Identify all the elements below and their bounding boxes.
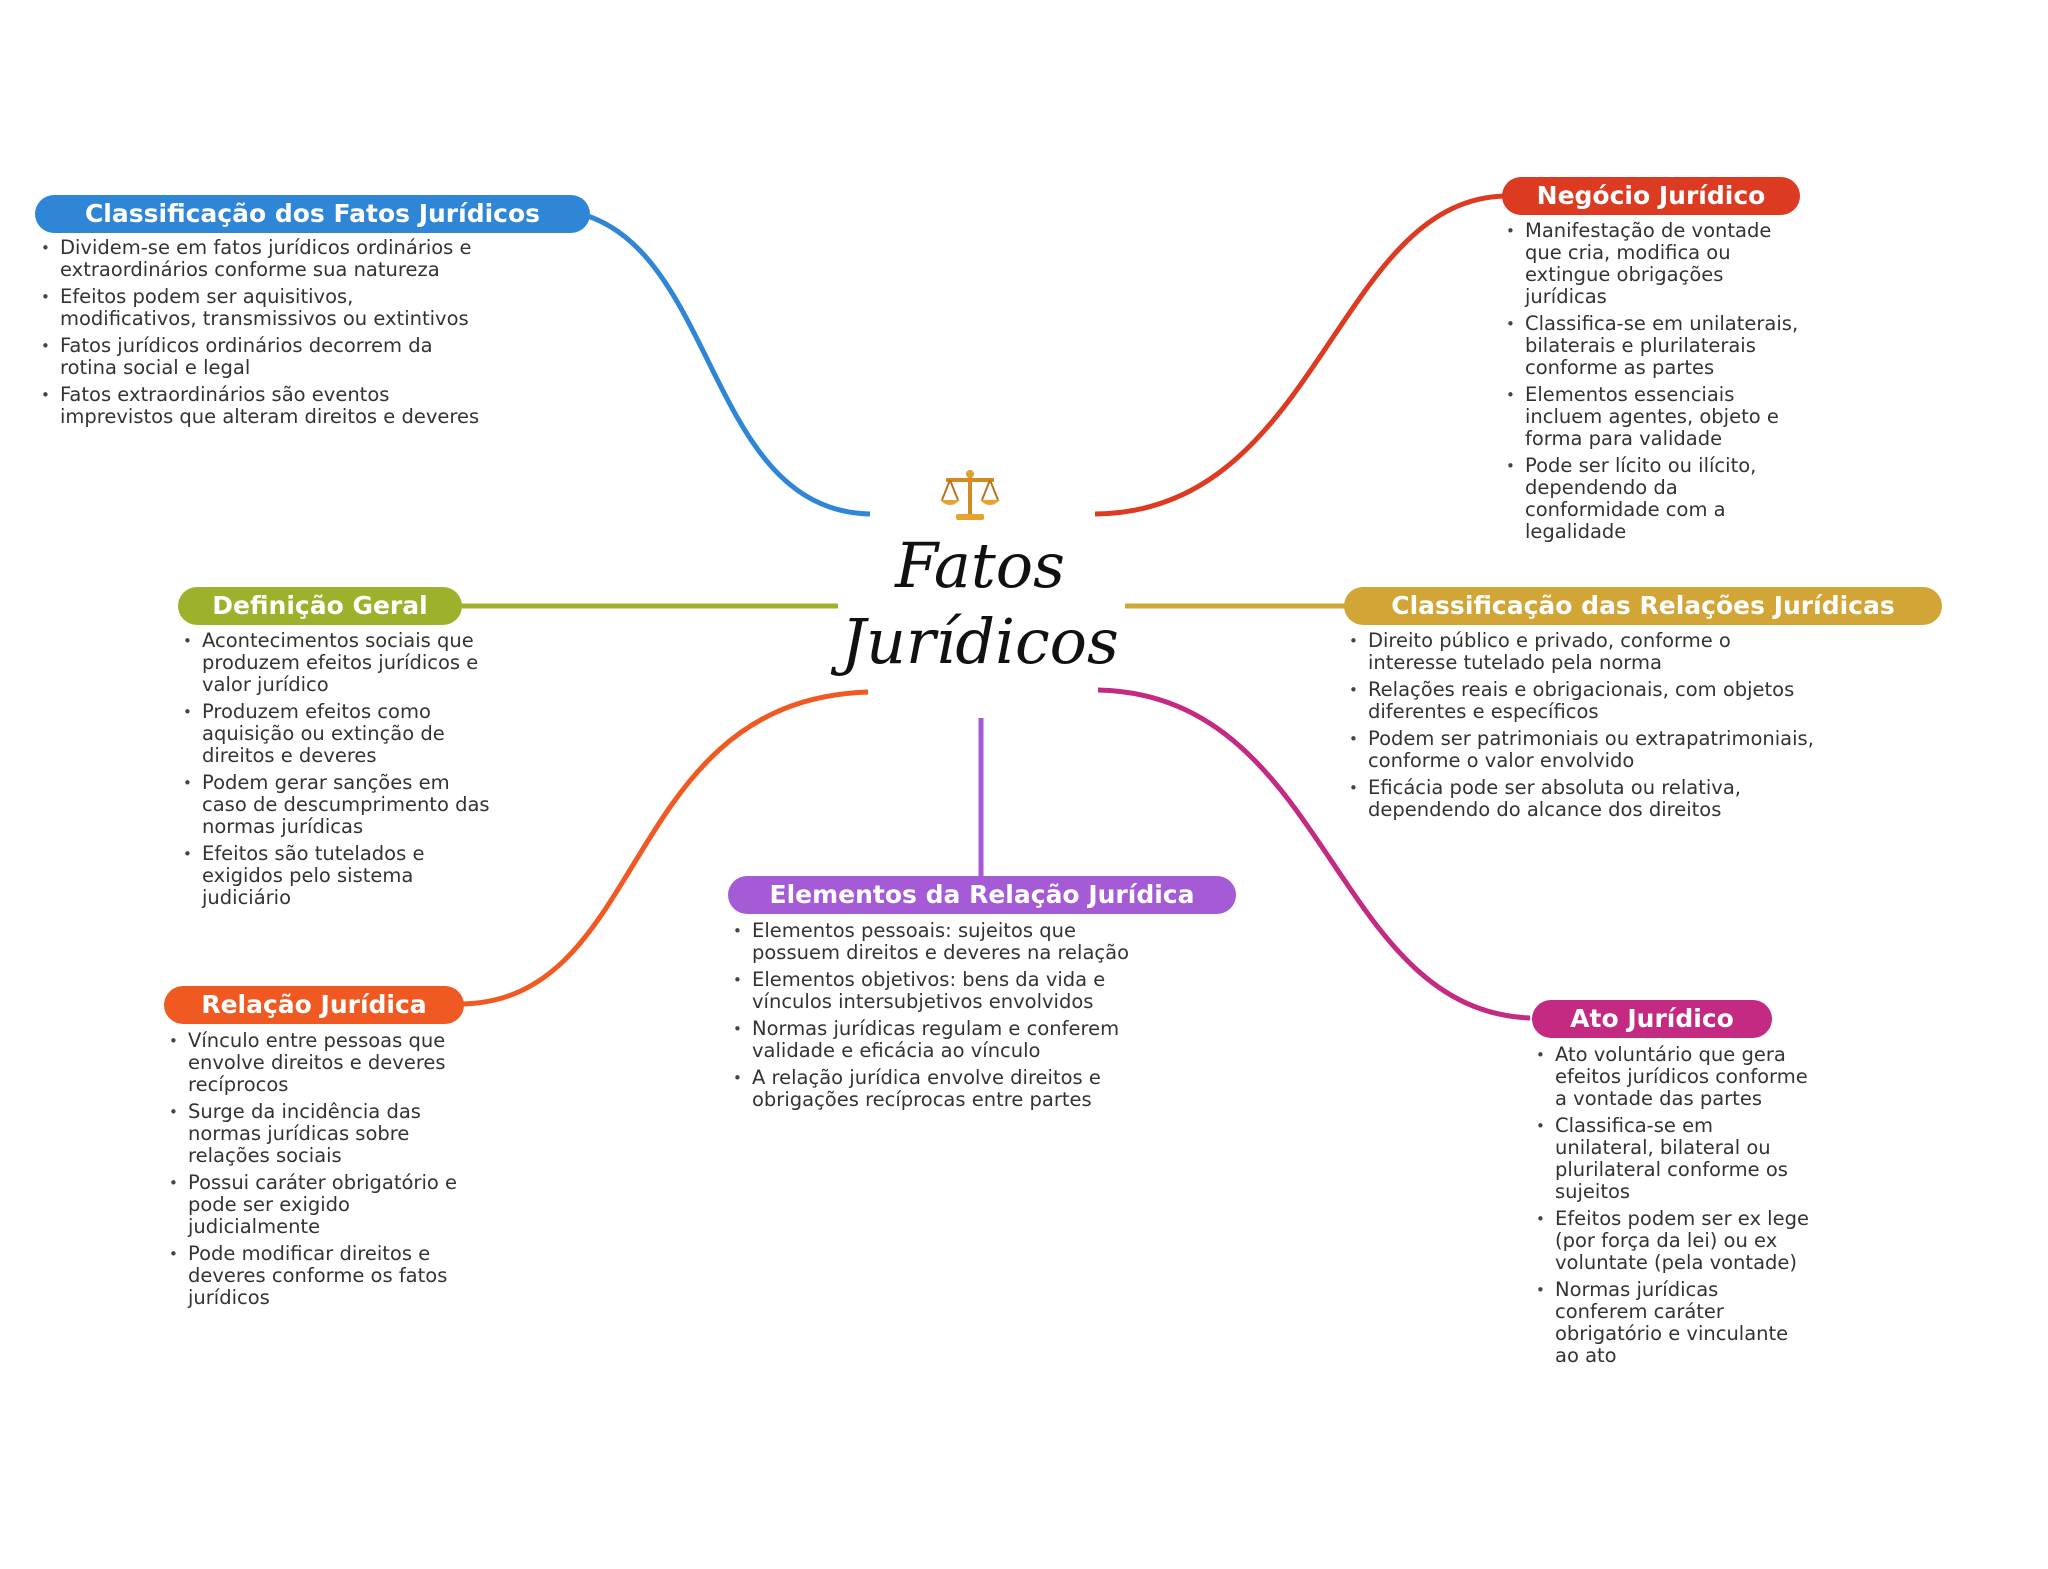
branch-items-relacao: Vínculo entre pessoas que envolve direit… — [169, 1030, 469, 1314]
list-item: Elementos pessoais: sujeitos que possuem… — [733, 920, 1153, 964]
central-topic-line1: Fatos — [895, 529, 1065, 602]
list-item: Efeitos podem ser ex lege (por força da … — [1536, 1208, 1811, 1274]
connector-classificacao-fatos — [561, 207, 871, 517]
branch-items-negocio: Manifestação de vontade que cria, modifi… — [1506, 220, 1806, 548]
branch-title-definicao[interactable]: Definição Geral — [178, 587, 462, 625]
list-item: Manifestação de vontade que cria, modifi… — [1506, 220, 1806, 308]
list-item: Efeitos são tutelados e exigidos pelo si… — [183, 843, 493, 909]
list-item: Normas jurídicas conferem caráter obriga… — [1536, 1279, 1811, 1367]
list-item: Podem ser patrimoniais ou extrapatrimoni… — [1349, 728, 1819, 772]
list-item: Fatos extraordinários são eventos imprev… — [41, 384, 481, 428]
branch-items-ato: Ato voluntário que gera efeitos jurídico… — [1536, 1044, 1811, 1372]
list-item: Pode modificar direitos e deveres confor… — [169, 1243, 469, 1309]
central-topic-line2: Jurídicos — [841, 605, 1119, 678]
list-item: Ato voluntário que gera efeitos jurídico… — [1536, 1044, 1811, 1110]
branch-title-relacao[interactable]: Relação Jurídica — [164, 986, 464, 1024]
list-item: Fatos jurídicos ordinários decorrem da r… — [41, 335, 481, 379]
balance-scale-icon — [940, 470, 1000, 520]
list-item: Elementos essenciais incluem agentes, ob… — [1506, 384, 1806, 450]
list-item: Surge da incidência das normas jurídicas… — [169, 1101, 469, 1167]
connector-negocio — [1094, 193, 1506, 517]
branch-title-classificacao-fatos[interactable]: Classificação dos Fatos Jurídicos — [35, 195, 590, 233]
central-topic: Fatos Jurídicos — [840, 528, 1120, 680]
branch-title-classificacao-relacoes[interactable]: Classificação das Relações Jurídicas — [1344, 587, 1942, 625]
list-item: Podem gerar sanções em caso de descumpri… — [183, 772, 493, 838]
connector-ato — [1097, 687, 1531, 1021]
branch-title-ato[interactable]: Ato Jurídico — [1532, 1000, 1772, 1038]
list-item: Relações reais e obrigacionais, com obje… — [1349, 679, 1819, 723]
list-item: Classifica-se em unilateral, bilateral o… — [1536, 1115, 1811, 1203]
list-item: Produzem efeitos como aquisição ou extin… — [183, 701, 493, 767]
list-item: Dividem-se em fatos jurídicos ordinários… — [41, 237, 481, 281]
branch-title-elementos[interactable]: Elementos da Relação Jurídica — [728, 876, 1236, 914]
list-item: Possui caráter obrigatório e pode ser ex… — [169, 1172, 469, 1238]
branch-items-classificacao-relacoes: Direito público e privado, conforme o in… — [1349, 630, 1819, 826]
list-item: Efeitos podem ser aquisitivos, modificat… — [41, 286, 481, 330]
list-item: Elementos objetivos: bens da vida e vínc… — [733, 969, 1153, 1013]
list-item: Normas jurídicas regulam e conferem vali… — [733, 1018, 1153, 1062]
list-item: Vínculo entre pessoas que envolve direit… — [169, 1030, 469, 1096]
list-item: Acontecimentos sociais que produzem efei… — [183, 630, 493, 696]
branch-items-elementos: Elementos pessoais: sujeitos que possuem… — [733, 920, 1153, 1116]
branch-title-negocio[interactable]: Negócio Jurídico — [1502, 177, 1800, 215]
branch-items-classificacao-fatos: Dividem-se em fatos jurídicos ordinários… — [41, 237, 481, 433]
branch-items-definicao: Acontecimentos sociais que produzem efei… — [183, 630, 493, 914]
connector-relacao — [461, 689, 869, 1007]
list-item: Pode ser lícito ou ilícito, dependendo d… — [1506, 455, 1806, 543]
list-item: Direito público e privado, conforme o in… — [1349, 630, 1819, 674]
list-item: A relação jurídica envolve direitos e ob… — [733, 1067, 1153, 1111]
list-item: Classifica-se em unilaterais, bilaterais… — [1506, 313, 1806, 379]
list-item: Eficácia pode ser absoluta ou relativa, … — [1349, 777, 1819, 821]
